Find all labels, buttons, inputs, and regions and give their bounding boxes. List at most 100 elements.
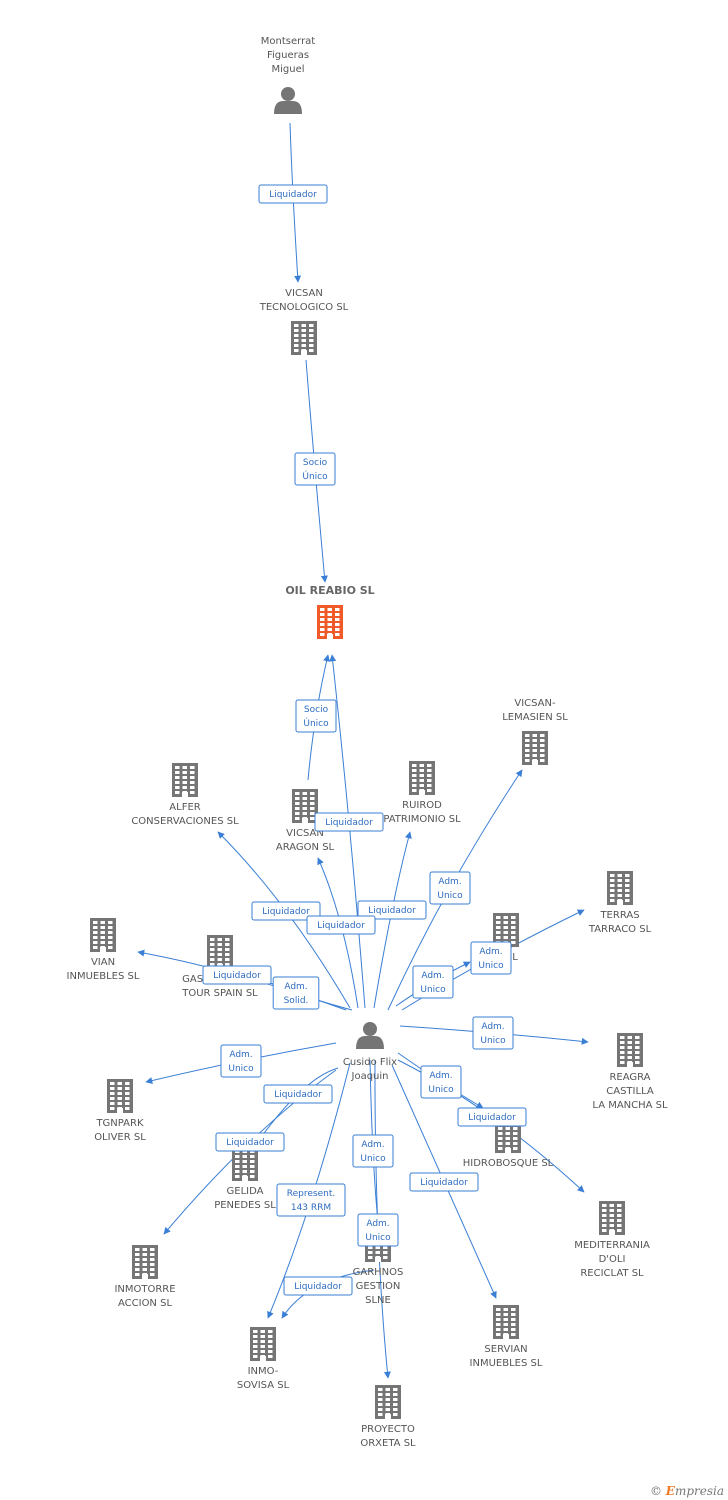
- edge-label-cusido-terras[interactable]: Adm.Unico: [470, 941, 512, 975]
- edge-label-text: Adm.: [429, 1071, 452, 1081]
- edge-label-cusido-mediterrania[interactable]: Liquidador: [457, 1107, 527, 1127]
- node-label: ARAGON SL: [276, 842, 335, 853]
- node-label: D'OLI: [599, 1254, 626, 1265]
- node-label: INMO-: [248, 1366, 279, 1377]
- node-label: OLIVER SL: [94, 1132, 146, 1143]
- edge-label-box: [294, 452, 336, 486]
- edge-label-text: Liquidador: [368, 906, 416, 916]
- edge-label-text: Adm.: [481, 1022, 504, 1032]
- edge-label-box: [470, 941, 512, 975]
- building-icon: [409, 761, 435, 795]
- edge-label-box: [357, 1213, 399, 1247]
- edge-label-text: Unico: [428, 1085, 454, 1095]
- edge-label-cusido-vian[interactable]: Liquidador: [202, 965, 272, 985]
- node-label: VICSAN: [286, 828, 324, 839]
- building-icon: [250, 1327, 276, 1361]
- edge-label-montserrat-vicsan_tec[interactable]: Liquidador: [258, 184, 328, 204]
- edge-label-cusido-msl[interactable]: Adm.Unico: [412, 965, 454, 999]
- node-aragon[interactable]: VICSAN ARAGON SL: [276, 789, 335, 853]
- edge-label-text: Adm.: [229, 1050, 252, 1060]
- edge-label-cusido-hidro[interactable]: Adm. Unico: [420, 1065, 462, 1099]
- edge-cusido-ruirod: [373, 831, 412, 1009]
- edge-label-text: Liquidador: [420, 1178, 468, 1188]
- edge-label-text: Adm.: [438, 877, 461, 887]
- edge-label-box: [429, 871, 471, 905]
- node-orxeta[interactable]: PROYECTO ORXETA SL: [360, 1385, 416, 1449]
- edge-labels-layer: LiquidadorSocioÚnicoSocioÚnicoLiquidador…: [202, 184, 527, 1296]
- edge-label-box: [215, 1132, 285, 1152]
- edge-label-box: [220, 1044, 262, 1078]
- edge-label-cusido-oil[interactable]: Liquidador: [314, 812, 384, 832]
- edge-label-cusido-aragon[interactable]: Liquidador: [306, 915, 376, 935]
- edge-label-text: Solid.: [284, 996, 309, 1006]
- node-label: GESTION: [356, 1281, 401, 1292]
- node-label: SERVIAN: [484, 1344, 527, 1355]
- node-label: CASTILLA: [606, 1086, 654, 1097]
- edge-label-text: Adm.: [421, 971, 444, 981]
- edge-label-cusido-servian[interactable]: Liquidador: [409, 1172, 479, 1192]
- building-icon: [232, 1147, 258, 1181]
- node-label: INMUEBLES SL: [470, 1358, 543, 1369]
- node-lemasien[interactable]: VICSAN-LEMASIEN SL: [502, 698, 568, 765]
- edge-label-text: Socio: [303, 458, 328, 468]
- edge-label-cusido-alfer[interactable]: Liquidador: [251, 901, 321, 921]
- edge-label-box: [263, 1084, 333, 1104]
- node-servian[interactable]: SERVIAN INMUEBLES SL: [470, 1305, 543, 1369]
- building-icon: [292, 789, 318, 823]
- edge-label-text: Unico: [365, 1233, 391, 1243]
- node-label: ALFER: [169, 802, 200, 813]
- node-label: REAGRA: [609, 1072, 650, 1083]
- edge-label-cusido-garhnos[interactable]: Adm.Unico: [352, 1134, 394, 1168]
- node-label: HIDROBOSQUE SL: [463, 1158, 554, 1169]
- edge-label-text: Liquidador: [269, 190, 317, 200]
- brand-name: mpresia: [674, 1484, 724, 1498]
- edge-label-box: [352, 1134, 394, 1168]
- edge-label-cusido-tgnpark[interactable]: Adm.Unico: [220, 1044, 262, 1078]
- node-inmosovisa[interactable]: INMO- SOVISA SL: [237, 1327, 290, 1391]
- building-icon: [317, 605, 343, 639]
- edge-label-text: Unico: [360, 1154, 386, 1164]
- node-label: RECICLAT SL: [580, 1268, 644, 1279]
- edge-label-cusido-gelida[interactable]: Liquidador: [263, 1084, 333, 1104]
- edge-label-text: Liquidador: [294, 1282, 342, 1292]
- edge-label-text: Liquidador: [213, 971, 261, 981]
- empresia-footer[interactable]: © Empresia: [650, 1484, 724, 1498]
- edge-label-cusido-gastro[interactable]: Adm.Solid.: [272, 976, 320, 1010]
- building-icon: [90, 918, 116, 952]
- edge-label-text: Liquidador: [325, 818, 373, 828]
- person-icon: [274, 87, 302, 114]
- edge-label-box: [314, 812, 384, 832]
- edge-label-cusido-inmosovisa[interactable]: Represent.143 RRM: [276, 1183, 346, 1217]
- edge-label-box: [276, 1183, 346, 1217]
- edge-label-cusido-inmotorre[interactable]: Liquidador: [215, 1132, 285, 1152]
- edge-label-cusido-lemasien[interactable]: Adm.Unico: [429, 871, 471, 905]
- edge-label-cusido-orxeta[interactable]: Adm.Unico: [357, 1213, 399, 1247]
- edge-label-text: Único: [303, 717, 329, 729]
- node-label: SOVISA SL: [237, 1380, 290, 1391]
- edge-label-garhnos-inmosovisa[interactable]: Liquidador: [283, 1276, 353, 1296]
- edge-label-text: Unico: [478, 961, 504, 971]
- node-label: ORXETA SL: [360, 1438, 416, 1449]
- edge-label-cusido-reagra[interactable]: Adm.Unico: [472, 1016, 514, 1050]
- node-label: GELIDA: [227, 1186, 264, 1197]
- building-icon: [172, 763, 198, 797]
- node-label: PROYECTO: [361, 1424, 415, 1435]
- building-icon: [599, 1201, 625, 1235]
- edge-label-cusido-ruirod[interactable]: Liquidador: [357, 900, 427, 920]
- node-oil[interactable]: OIL REABIO SL: [285, 584, 375, 639]
